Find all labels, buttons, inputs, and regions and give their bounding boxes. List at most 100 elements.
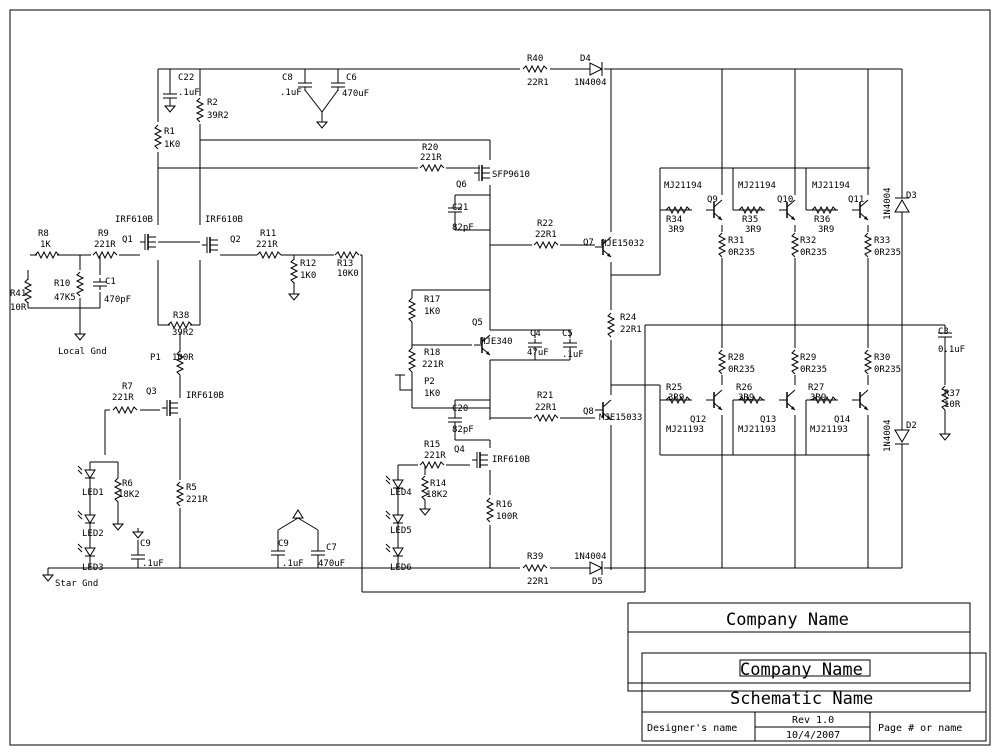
label-r22-value: 22R1 [535, 230, 557, 240]
label-r2-value: 39R2 [207, 111, 229, 121]
resistor-r24 [607, 312, 615, 338]
label-mj9: MJ21194 [664, 181, 702, 191]
label-r17: R17 [424, 295, 440, 305]
label-q3: Q3 [146, 387, 157, 397]
label-q3-type: IRF610B [186, 391, 224, 401]
label-r13-value: 10K0 [337, 269, 359, 279]
resistor-r18 [408, 347, 416, 373]
label-q14: Q14 [834, 415, 850, 425]
led-led4 [385, 475, 404, 489]
label-c1-value: 470pF [104, 295, 131, 305]
label-c7-value: 470uF [318, 559, 345, 569]
label-led5: LED5 [390, 526, 412, 536]
label-mj12: MJ21193 [666, 425, 704, 435]
label-r5-value: 221R [186, 495, 208, 505]
resistor-r31 [718, 232, 726, 258]
ground-r37 [939, 429, 951, 441]
label-r15: R15 [424, 440, 440, 450]
label-r29: R29 [800, 353, 816, 363]
resistor-r16 [486, 497, 494, 523]
ground-c8 [316, 117, 328, 129]
label-r36-value: 3R9 [818, 225, 834, 235]
label-r27: R27 [808, 383, 824, 393]
resistor-r2 [196, 97, 204, 123]
label-r20-value: 221R [420, 153, 442, 163]
label-r30: R30 [874, 353, 890, 363]
label-r12-value: 1K0 [300, 271, 316, 281]
label-r28-value: 0R235 [728, 365, 755, 375]
title-block-outer [627, 602, 971, 692]
label-c20-value: 82pF [452, 425, 474, 435]
label-c1: C1 [105, 277, 116, 287]
label-r13: R13 [337, 259, 353, 269]
label-p2: P2 [424, 377, 435, 387]
company-name-top: Company Name [726, 610, 849, 630]
label-r37-value: 10R [944, 400, 961, 410]
label-c6: C6 [346, 73, 357, 83]
label-r34-value: 3R9 [668, 225, 684, 235]
components [24, 62, 953, 582]
label-r26: R26 [736, 383, 752, 393]
label-c6-value: 470uF [342, 89, 369, 99]
resistor-r10 [76, 271, 84, 297]
date: 10/4/2007 [786, 730, 840, 741]
resistor-r11 [256, 251, 282, 259]
label-r16-value: 100R [496, 512, 518, 522]
diode-d2 [894, 429, 910, 445]
label-r41-value: 10R [10, 303, 27, 313]
label-c9-right-value: .1uF [282, 559, 304, 569]
resistor-r15 [419, 461, 445, 469]
label-r32-value: 0R235 [800, 248, 827, 258]
label-r26-value: 3R9 [738, 393, 754, 403]
label-d4: D4 [580, 54, 591, 64]
label-r37: R37 [944, 389, 960, 399]
label-r31: R31 [728, 236, 744, 246]
label-q6-type: SFP9610 [492, 170, 530, 180]
label-d5-value: 1N4004 [574, 552, 607, 562]
revision: Rev 1.0 [792, 715, 834, 726]
label-q12: Q12 [690, 415, 706, 425]
resistor-r33 [864, 232, 872, 258]
led-led5 [385, 510, 404, 524]
label-r15-value: 221R [424, 451, 446, 461]
label-q8-type: MJE15033 [599, 413, 642, 423]
label-r34: R34 [666, 215, 682, 225]
label-r22: R22 [537, 219, 553, 229]
title-block-inner [641, 652, 987, 742]
label-c9-right: C9 [278, 539, 289, 549]
label-q1-type: IRF610B [115, 215, 153, 225]
label-r20: R20 [422, 143, 438, 153]
label-led1: LED1 [82, 488, 104, 498]
label-c21-value: 82pF [452, 223, 474, 233]
resistor-r21 [533, 414, 559, 422]
capacitor-c7 [310, 546, 326, 560]
label-r35-value: 3R9 [745, 225, 761, 235]
label-q7-type: MJE15032 [601, 239, 644, 249]
resistor-r22 [533, 241, 559, 249]
label-r16: R16 [496, 500, 512, 510]
wires [27, 68, 946, 593]
label-d4-value: 1N4004 [574, 78, 607, 88]
ground-r14 [419, 504, 431, 516]
led-led6 [385, 543, 404, 557]
ground-c22 [164, 101, 176, 113]
label-r33-value: 0R235 [874, 248, 901, 258]
label-c3-value: 0.1uF [938, 345, 965, 355]
resistor-r20 [419, 164, 445, 172]
label-r36: R36 [814, 215, 830, 225]
ground-r6 [112, 519, 124, 531]
label-r21-value: 22R1 [535, 403, 557, 413]
diode-d5 [589, 561, 604, 575]
label-r32: R32 [800, 236, 816, 246]
label-c3: C3 [938, 327, 949, 337]
label-r24: R24 [620, 313, 636, 323]
label-local-gnd: Local Gnd [58, 347, 107, 357]
label-c4-value: 47uF [527, 348, 549, 358]
label-r40-value: 22R1 [527, 78, 549, 88]
schematic-name: Schematic Name [730, 689, 873, 709]
label-q9: Q9 [707, 195, 718, 205]
label-r14-value: 18K2 [426, 490, 448, 500]
resistor-r12 [290, 258, 298, 284]
label-r7-value: 221R [112, 393, 134, 403]
